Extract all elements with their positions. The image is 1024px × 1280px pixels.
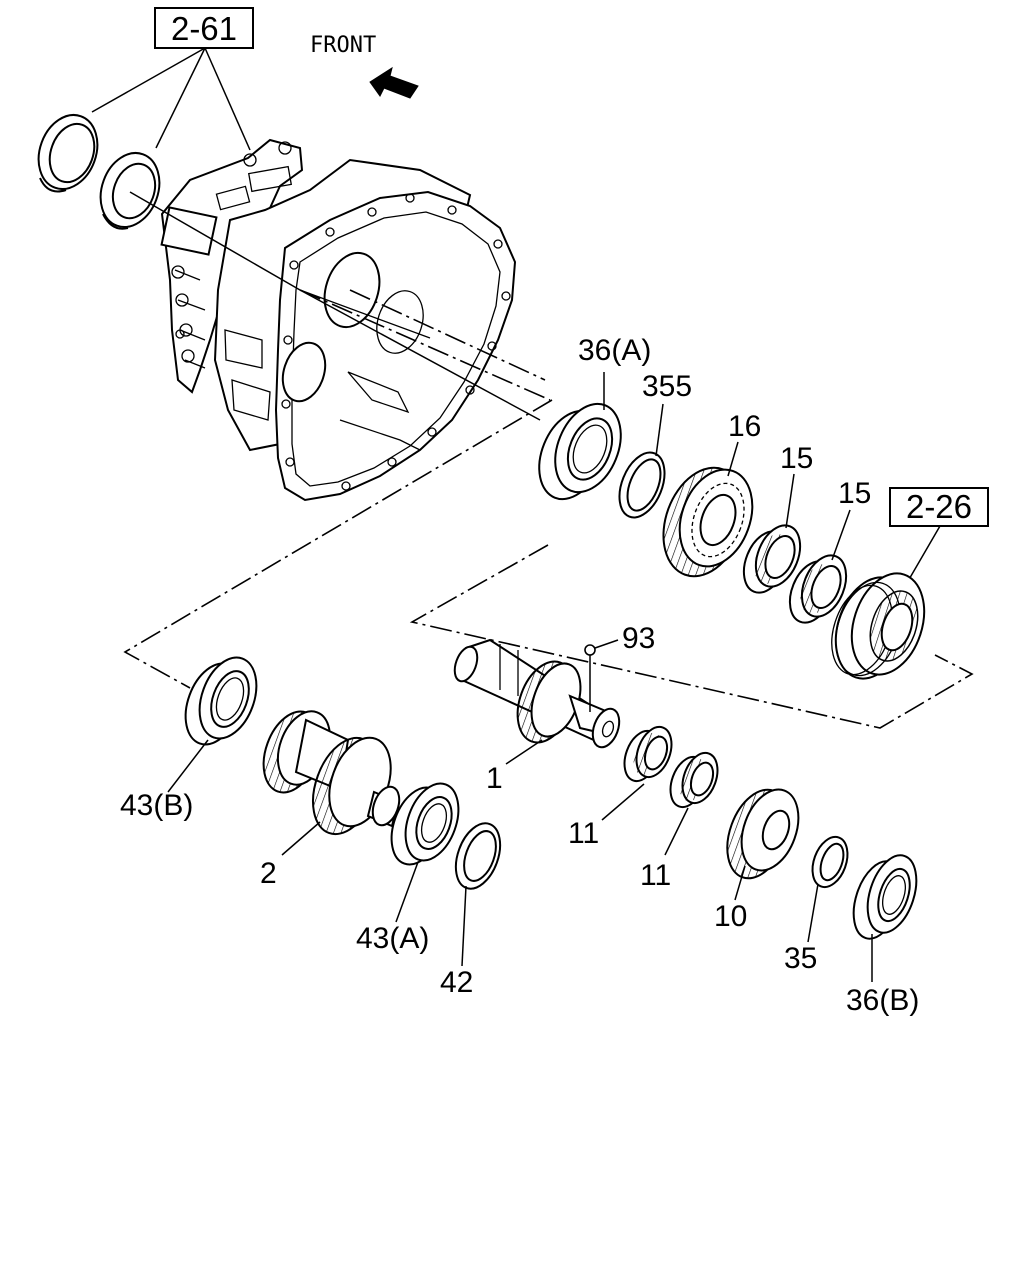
gear-16 — [662, 466, 754, 578]
ref-box-2-61-label: 2-61 — [171, 10, 237, 47]
needle-bearing-11b — [669, 751, 719, 809]
callout-16: 16 — [728, 410, 761, 443]
ring-42 — [454, 822, 502, 890]
ref-box-2-26-label: 2-26 — [906, 488, 972, 525]
callout-42: 42 — [440, 966, 473, 999]
transmission-case — [160, 138, 517, 502]
callout-355: 355 — [642, 370, 692, 403]
ref-box-2-26[interactable]: 2-26 — [889, 487, 989, 527]
bearing-36b — [852, 854, 918, 940]
oil-seal-large — [37, 114, 99, 193]
callout-36b: 36(B) — [846, 984, 919, 1017]
callout-43b: 43(B) — [120, 789, 193, 822]
callout-1: 1 — [486, 762, 503, 795]
ring-35 — [811, 835, 849, 889]
ref-2-61-leaders — [91, 47, 251, 151]
callout-2: 2 — [260, 857, 277, 890]
bearing-43a — [390, 782, 460, 866]
callout-11a: 11 — [568, 817, 599, 850]
bearing-43b — [184, 656, 258, 746]
callout-10: 10 — [714, 900, 747, 933]
bearing-36a — [538, 402, 622, 501]
lubrication-point-93 — [584, 639, 619, 712]
needle-bearing-15a — [742, 524, 802, 594]
gear-10 — [726, 788, 800, 880]
countershaft-gear-2 — [262, 710, 401, 836]
front-arrow-icon — [369, 66, 419, 99]
callout-15b: 15 — [838, 477, 871, 510]
front-label: FRONT — [310, 33, 376, 58]
mainshaft-1 — [453, 638, 621, 749]
oil-seal-small — [99, 152, 161, 230]
needle-bearing-15b — [788, 554, 848, 624]
callout-15a: 15 — [780, 442, 813, 475]
ring-355 — [618, 451, 666, 519]
callout-11b: 11 — [640, 859, 671, 892]
callout-43a: 43(A) — [356, 922, 429, 955]
ref-box-2-61[interactable]: 2-61 — [154, 7, 254, 49]
synchronizer-assembly — [831, 572, 926, 680]
callout-35: 35 — [784, 942, 817, 975]
callout-36a: 36(A) — [578, 334, 651, 367]
callout-93: 93 — [622, 622, 655, 655]
needle-bearing-11a — [623, 725, 673, 783]
